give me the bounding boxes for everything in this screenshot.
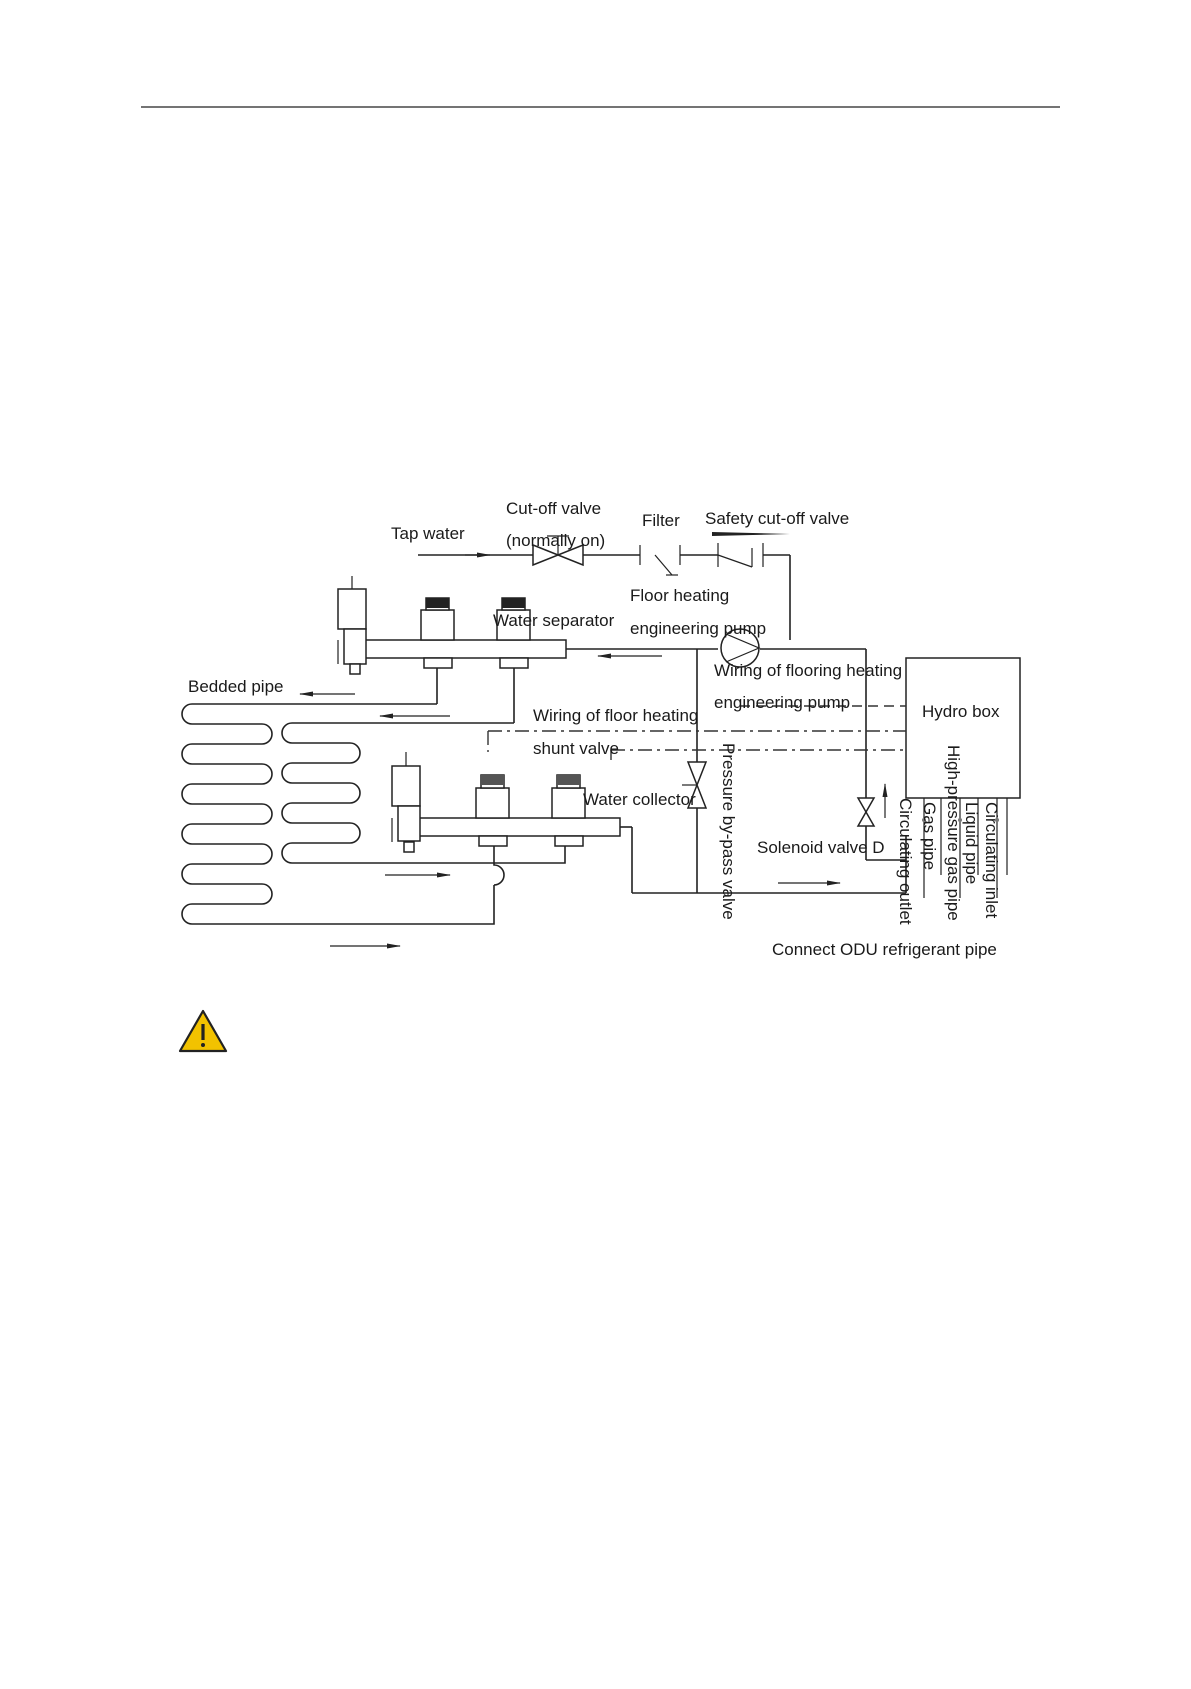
label-gas-pipe: Gas pipe bbox=[920, 802, 939, 870]
label-hp-gas-pipe: High-pressure gas pipe bbox=[944, 745, 963, 921]
label-wiring-pump-1: Wiring of flooring heating bbox=[714, 661, 902, 680]
bedded-pipe-coils bbox=[181, 703, 566, 949]
label-water-collector: Water collector bbox=[583, 790, 696, 809]
solenoid-valve-symbol bbox=[856, 783, 906, 861]
separator-supply-pipe bbox=[566, 648, 867, 785]
label-connect-odu: Connect ODU refrigerant pipe bbox=[772, 940, 997, 959]
label-cutoff-valve: Cut-off valve bbox=[506, 499, 601, 518]
label-tap-water: Tap water bbox=[391, 524, 465, 543]
label-wiring-shunt-1: Wiring of floor heating bbox=[533, 706, 698, 725]
label-floor-pump-1: Floor heating bbox=[630, 586, 729, 605]
engineering-pump-symbol bbox=[720, 628, 761, 668]
label-solenoid-valve: Solenoid valve D bbox=[757, 838, 885, 857]
wiring-lines bbox=[487, 705, 906, 760]
label-cutoff-valve-note: (normally on) bbox=[506, 531, 605, 550]
label-liquid-pipe: Liquid pipe bbox=[962, 802, 981, 884]
safety-valve-symbol bbox=[712, 532, 790, 568]
label-wiring-shunt-2: shunt valve bbox=[533, 739, 619, 758]
label-filter: Filter bbox=[642, 511, 680, 530]
label-safety-valve: Safety cut-off valve bbox=[705, 509, 849, 528]
label-water-separator: Water separator bbox=[493, 611, 615, 630]
label-wiring-pump-2: engineering pump bbox=[714, 693, 850, 712]
label-bypass-valve: Pressure by-pass valve bbox=[719, 743, 738, 920]
bypass-valve-symbol bbox=[682, 649, 708, 893]
tap-water-line bbox=[418, 552, 791, 640]
collector-return-pipe bbox=[620, 826, 907, 894]
label-circulating-inlet: Circulating inlet bbox=[982, 802, 1001, 918]
label-hydro-box: Hydro box bbox=[922, 702, 1000, 721]
water-separator-manifold bbox=[337, 576, 567, 675]
hydro-box-unit bbox=[905, 657, 1021, 898]
filter-symbol bbox=[639, 545, 681, 576]
warning-icon bbox=[178, 1009, 228, 1053]
cutoff-valve-symbol bbox=[532, 535, 584, 567]
label-bedded-pipe: Bedded pipe bbox=[188, 677, 283, 696]
label-floor-pump-2: engineering pump bbox=[630, 619, 766, 638]
separator-outlet-pipes bbox=[192, 668, 515, 724]
label-circulating-outlet: Circulating outlet bbox=[896, 798, 915, 925]
